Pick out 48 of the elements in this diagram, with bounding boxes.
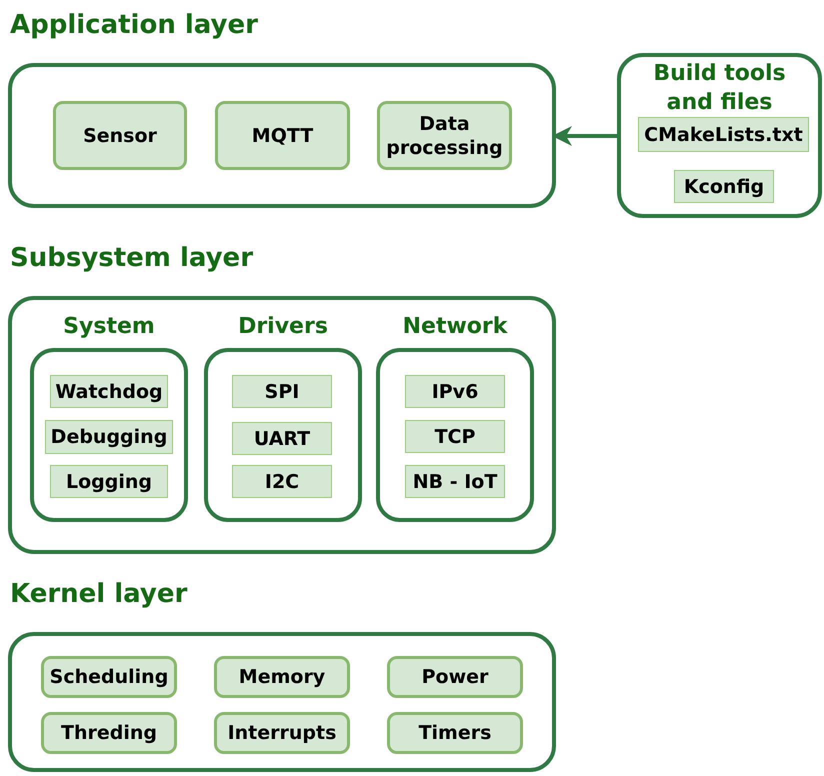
group-title: System (62, 313, 156, 341)
box-label: Memory (238, 665, 326, 689)
layer-title: Subsystem layer (10, 242, 254, 274)
box-label: Interrupts (228, 721, 336, 745)
component-box (232, 375, 332, 408)
component-box (50, 465, 168, 498)
component-box (232, 465, 332, 498)
box-label: Scheduling (50, 665, 168, 689)
component-box (405, 375, 505, 408)
box-label: Sensor (83, 124, 157, 148)
module-box (53, 101, 187, 170)
module-box (41, 656, 177, 698)
file-box (674, 170, 774, 203)
module-box (377, 101, 512, 170)
module-box (387, 712, 523, 754)
module-box (41, 712, 177, 754)
box-label: Logging (66, 470, 152, 492)
box-label: IPv6 (432, 380, 478, 402)
box-label: SPI (264, 380, 300, 402)
box-label: NB - IoT (412, 470, 498, 492)
box-label: MQTT (252, 124, 314, 148)
module-box (215, 101, 350, 170)
component-box (405, 420, 505, 453)
box-label: Watchdog (55, 380, 163, 402)
group-title: Drivers (237, 313, 329, 341)
box-label: I2C (264, 470, 300, 492)
box-label: UART (254, 428, 310, 450)
layer-title: Application layer (10, 9, 258, 41)
component-box (50, 375, 168, 408)
module-box (214, 712, 350, 754)
box-label: Kconfig (684, 176, 764, 198)
module-box (387, 656, 523, 698)
module-box (214, 656, 350, 698)
box-label: Debugging (50, 426, 168, 448)
box-label: CMakeLists.txt (644, 124, 803, 146)
build-tools-panel (617, 53, 822, 218)
component-box (45, 420, 173, 454)
component-box (232, 422, 332, 455)
box-label: Power (422, 665, 488, 689)
component-box (405, 465, 505, 498)
layer-title: Kernel layer (10, 578, 188, 610)
box-label: Data processing (385, 112, 504, 160)
group-title: Network (402, 313, 509, 341)
box-label: Threding (61, 721, 157, 745)
box-label: Timers (418, 721, 492, 745)
file-box (638, 117, 809, 152)
box-label: TCP (434, 426, 476, 448)
panel-title: Build tools and files (652, 60, 787, 117)
